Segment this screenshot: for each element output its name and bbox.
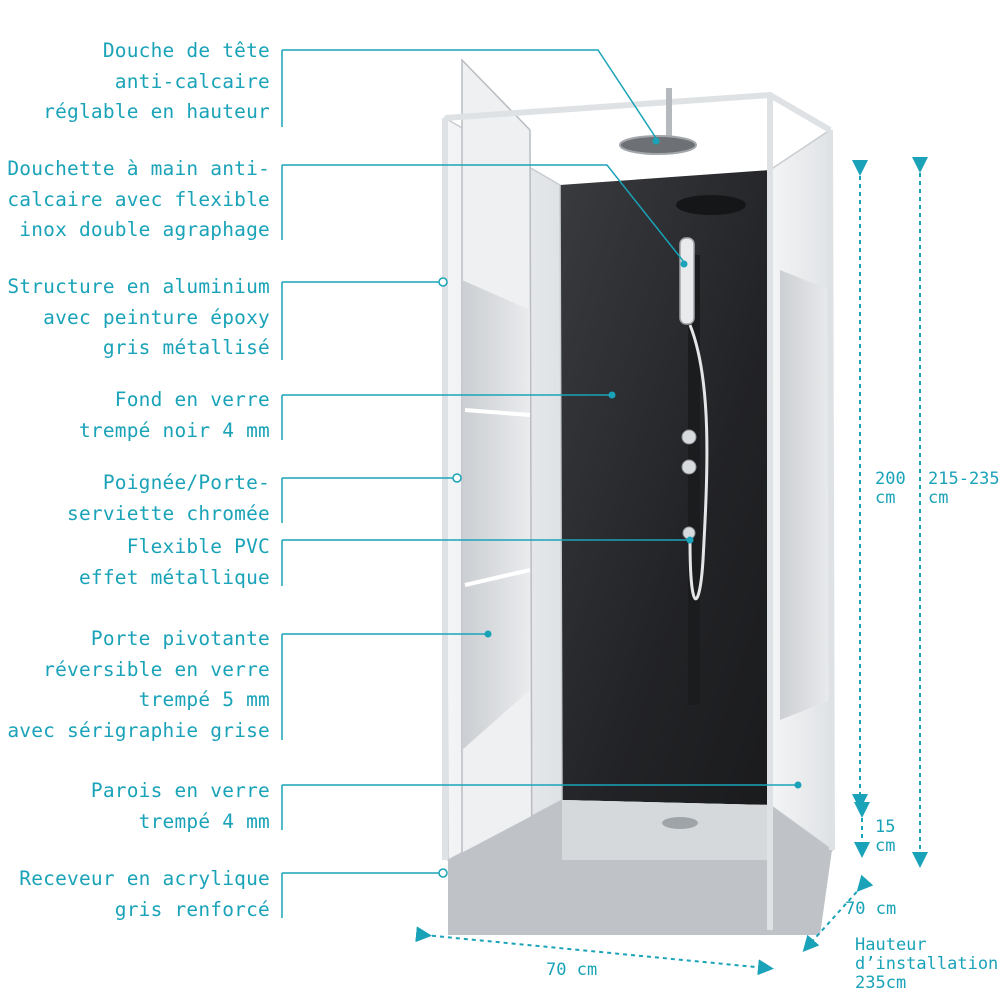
dimension-arrows [415, 157, 928, 976]
shower-column [688, 255, 700, 705]
label-flexible: Flexible PVC effet métallique [78, 535, 270, 589]
rain-shower-head-icon [619, 135, 697, 155]
flexible-hose [688, 324, 709, 601]
back-glass-panel [560, 170, 770, 805]
dim-depth: 70 cm [845, 899, 897, 919]
aluminium-frame [442, 91, 835, 930]
dim-install-height: Hauteur d’installation : 235cm [855, 935, 1000, 993]
hand-shower-icon [679, 237, 695, 325]
label-shower-head: Douche de tête anti-calcaire réglable en… [43, 39, 270, 123]
right-frosted-band [780, 270, 830, 720]
dim-width: 70 cm [546, 960, 598, 980]
label-side-walls: Parois en verre trempé 4 mm [90, 779, 270, 833]
dim-tray-height: 15 cm [875, 817, 896, 856]
dim-total-height: 215-235 cm [928, 469, 1000, 508]
drain-icon [662, 817, 698, 829]
label-tray: Receveur en acrylique gris renforcé [19, 867, 270, 921]
label-structure: Structure en aluminium avec peinture épo… [7, 275, 270, 359]
label-hand-shower: Douchette à main anti- calcaire avec fle… [7, 157, 270, 241]
leader-lines [281, 49, 798, 918]
label-handle: Poignée/Porte- serviette chromée [67, 471, 270, 525]
label-door: Porte pivotante réversible en verre trem… [7, 627, 270, 742]
dim-cabin-height: 200 cm [875, 469, 906, 508]
door-frosted-band [462, 280, 530, 750]
label-back-glass: Fond en verre trempé noir 4 mm [78, 388, 270, 442]
